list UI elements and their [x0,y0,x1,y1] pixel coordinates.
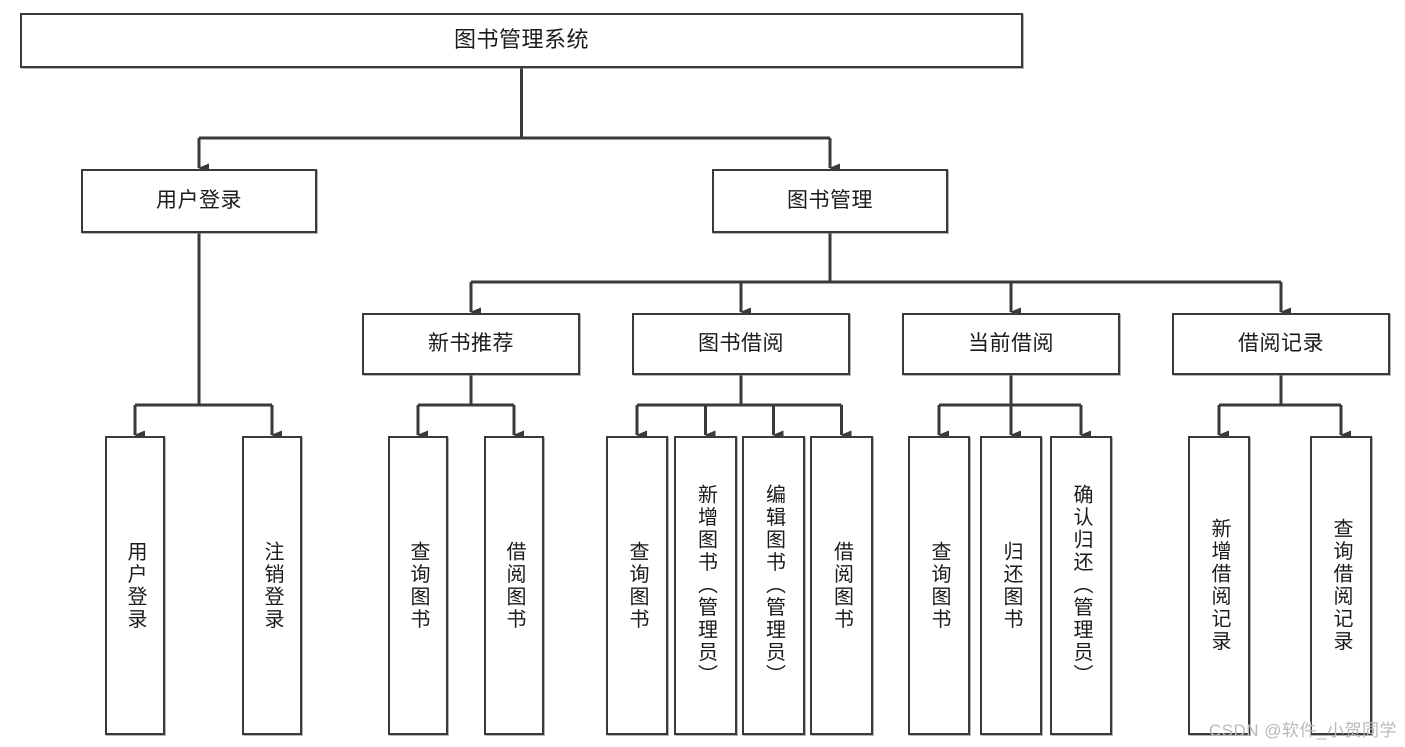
node-leaf-query-book-cur[interactable]: 查询图书 [908,436,970,735]
node-leaf-query-book-cur-label: 查询图书 [928,540,950,631]
node-leaf-user-login-label: 用户登录 [124,540,146,631]
node-user-login-label: 用户登录 [156,189,242,213]
node-leaf-borrow-book[interactable]: 借阅图书 [810,436,873,735]
node-leaf-query-book-rec[interactable]: 查询图书 [388,436,448,735]
node-root-label: 图书管理系统 [453,27,589,53]
node-leaf-return-book[interactable]: 归还图书 [980,436,1042,735]
node-borrow-record-label: 借阅记录 [1238,332,1324,356]
node-leaf-add-book-label: 新增图书（管理员） [694,484,717,687]
csdn-watermark: CSDN @软件_小贺同学 [1208,721,1397,740]
node-leaf-query-book-label: 查询图书 [626,540,648,631]
node-leaf-user-login[interactable]: 用户登录 [105,436,165,735]
node-leaf-borrow-book-rec-label: 借阅图书 [503,540,525,631]
node-leaf-edit-book-label: 编辑图书（管理员） [762,484,785,687]
node-leaf-query-book-rec-label: 查询图书 [407,540,429,631]
node-leaf-logout[interactable]: 注销登录 [242,436,302,735]
node-leaf-query-record-label: 查询借阅记录 [1330,518,1352,653]
node-leaf-add-record[interactable]: 新增借阅记录 [1188,436,1250,735]
node-leaf-query-record[interactable]: 查询借阅记录 [1310,436,1372,735]
node-leaf-add-record-label: 新增借阅记录 [1208,518,1230,653]
node-leaf-confirm-return-label: 确认归还（管理员） [1070,484,1092,687]
node-leaf-query-book[interactable]: 查询图书 [606,436,668,735]
node-leaf-logout-label: 注销登录 [261,540,283,631]
node-current-borrow[interactable]: 当前借阅 [902,313,1120,375]
node-book-borrow[interactable]: 图书借阅 [632,313,850,375]
node-new-book-rec[interactable]: 新书推荐 [362,313,580,375]
node-leaf-confirm-return[interactable]: 确认归还（管理员） [1050,436,1112,735]
node-book-manage-label: 图书管理 [787,189,873,213]
node-new-book-rec-label: 新书推荐 [428,332,514,356]
node-book-manage[interactable]: 图书管理 [712,169,948,233]
node-borrow-record[interactable]: 借阅记录 [1172,313,1390,375]
node-leaf-edit-book[interactable]: 编辑图书（管理员） [742,436,805,735]
node-user-login[interactable]: 用户登录 [81,169,317,233]
node-leaf-borrow-book-label: 借阅图书 [830,540,853,631]
node-root[interactable]: 图书管理系统 [20,13,1023,68]
node-current-borrow-label: 当前借阅 [968,332,1054,356]
node-leaf-return-book-label: 归还图书 [1000,540,1022,631]
node-book-borrow-label: 图书借阅 [698,332,784,356]
node-leaf-borrow-book-rec[interactable]: 借阅图书 [484,436,544,735]
node-leaf-add-book[interactable]: 新增图书（管理员） [674,436,737,735]
